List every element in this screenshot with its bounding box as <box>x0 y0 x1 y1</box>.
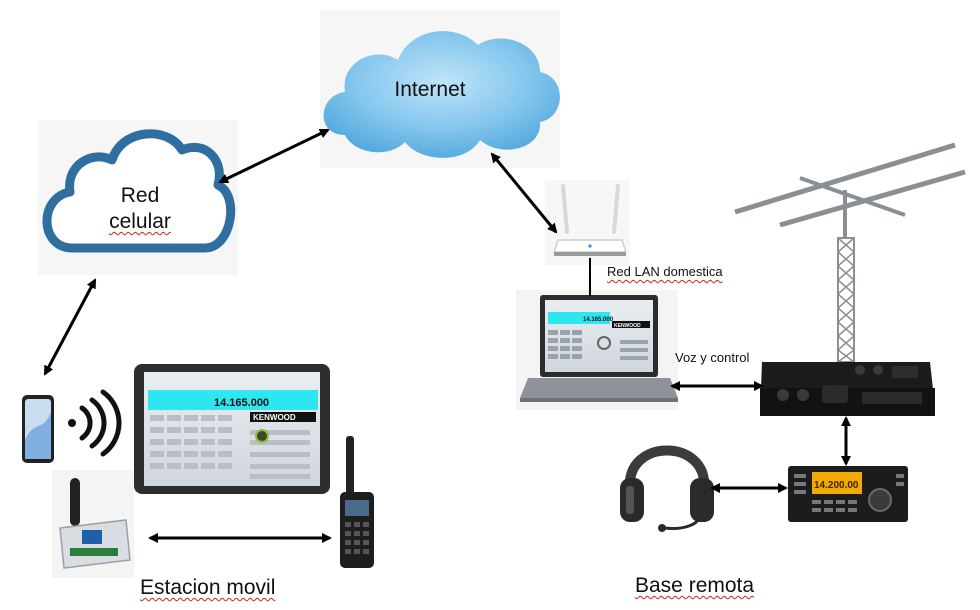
arrow-internet-router <box>490 152 558 234</box>
red-lan-label: Red LAN domestica <box>607 264 723 279</box>
internet-label: Internet <box>394 78 466 101</box>
hotspot-device-icon <box>52 470 134 578</box>
remote-interface-box-icon <box>760 362 935 416</box>
red-celular-line2: celular <box>109 210 171 233</box>
red-celular-line1: Red <box>120 184 160 207</box>
lattice-tower <box>836 237 856 363</box>
arrow-celular-internet <box>218 128 330 184</box>
internet-cloud <box>320 10 560 168</box>
laptop-icon <box>516 290 678 410</box>
handheld-radio-icon <box>340 436 374 568</box>
tablet-icon <box>134 364 330 494</box>
base-remota-label: Base remota <box>635 574 755 597</box>
red-celular-label: Red celular <box>90 183 190 235</box>
wifi-router-icon <box>545 180 630 265</box>
arrow-celular-phone <box>43 278 97 376</box>
wifi-signal-icon <box>68 389 122 457</box>
smartphone-icon <box>22 395 54 463</box>
red-celular-cloud <box>38 120 238 275</box>
radio-frequency-readout: 14.200.00 <box>814 480 859 491</box>
tablet-brand-label: KENWOOD <box>253 413 296 422</box>
laptop-frequency-readout: 14.165.000 <box>583 317 614 323</box>
hf-transceiver-icon <box>788 466 908 522</box>
tablet-frequency-readout: 14.165.000 <box>214 397 269 409</box>
headset-icon <box>620 445 714 532</box>
laptop-brand-label: KENWOOD <box>614 323 641 329</box>
estacion-movil-label: Estacion movil <box>140 576 276 599</box>
red-lan-text: Red LAN domestica <box>607 264 723 279</box>
voz-control-label: Voz y control <box>675 350 750 365</box>
yagi-antenna-tower-icon <box>734 142 966 363</box>
